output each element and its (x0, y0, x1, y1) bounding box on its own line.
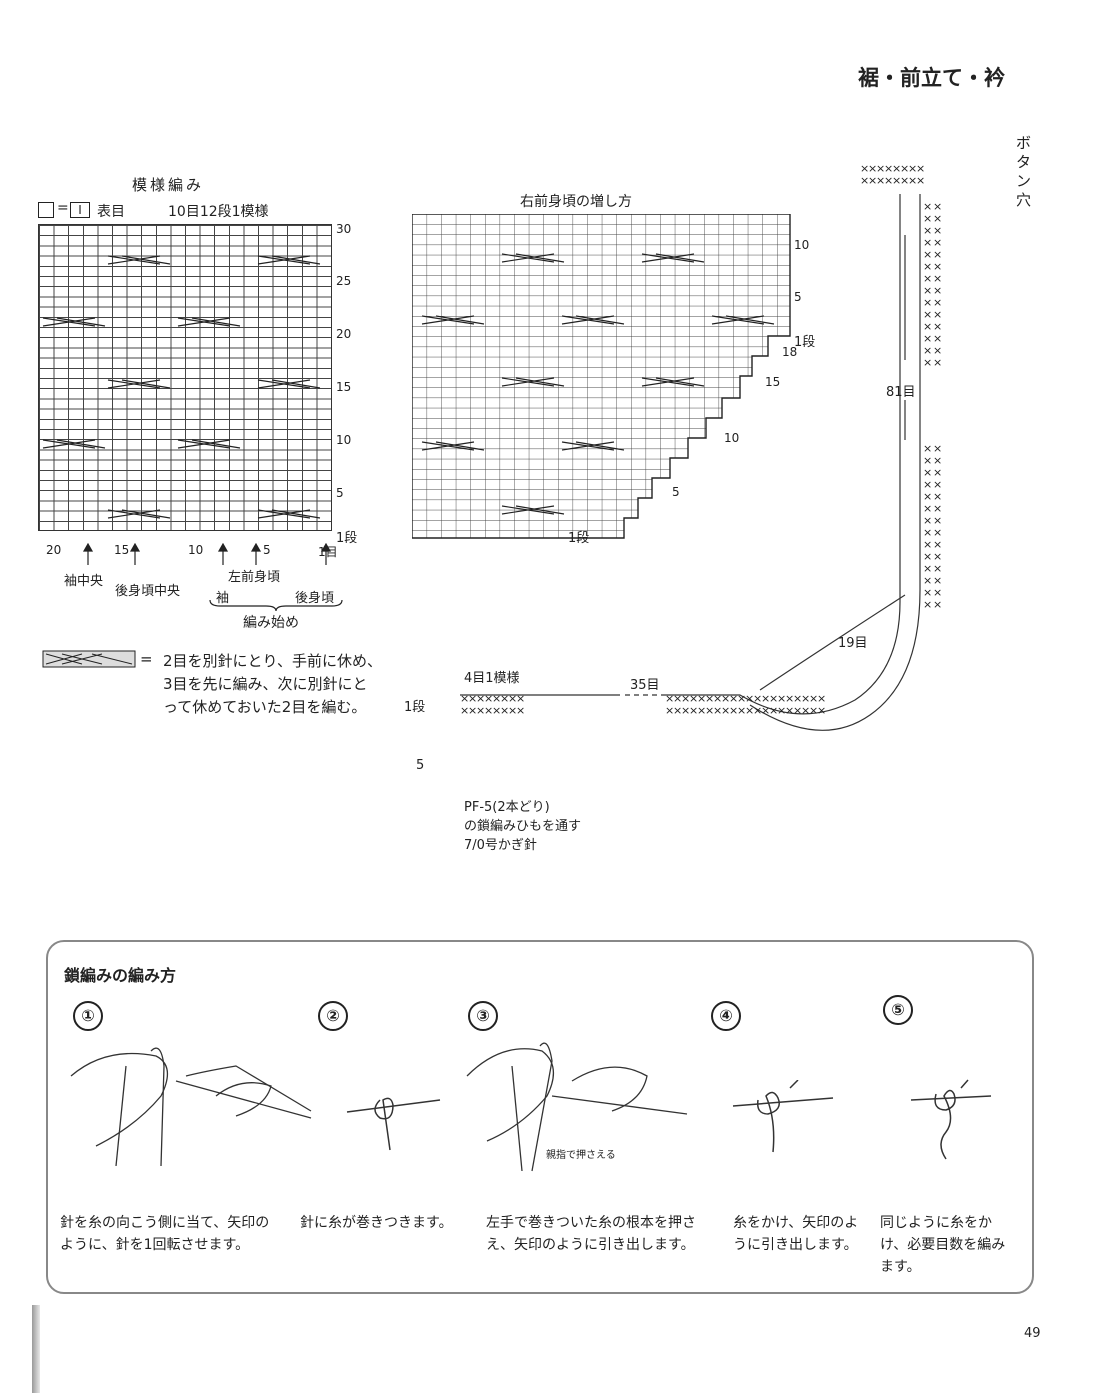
svg-text:×: × (933, 598, 942, 611)
page-title: 裾・前立て・衿 (858, 62, 1005, 92)
border-repeat-label: 4目1模様 (464, 667, 520, 686)
step-1-caption: 針を糸の向こう側に当て、矢印のように、針を1回転させます。 (60, 1212, 280, 1256)
pattern-chart-title: 模様編み (132, 174, 204, 195)
svg-text:×: × (933, 356, 942, 369)
step-2-caption: 針に糸が巻きつきます。 (300, 1212, 470, 1234)
step-3-number: ③ (468, 1001, 498, 1031)
legend-eq: = (57, 200, 69, 216)
svg-text:×: × (817, 704, 826, 717)
marker-sleeve-center: 袖中央 (64, 570, 103, 589)
svg-text:×: × (923, 356, 932, 369)
step-1-number: ① (73, 1001, 103, 1031)
svg-text:×: × (516, 704, 525, 717)
start-bracket (208, 598, 344, 612)
svg-text:×: × (923, 598, 932, 611)
page-number: 49 (1024, 1326, 1041, 1341)
step-3-caption: 左手で巻きついた糸の根本を押さえ、矢印のように引き出します。 (486, 1212, 716, 1256)
step-5-caption: 同じように糸をかけ、必要目数を編みます。 (880, 1212, 1008, 1278)
cable-note-line2: 3目を先に編み、次に別針にと (163, 673, 368, 694)
cable-eq: = (140, 650, 153, 668)
cable-note-line3: って休めておいた2目を編む。 (163, 696, 366, 717)
step-3-sub-note: 親指で押さえる (546, 1146, 616, 1161)
hook-note: 7/0号かぎ針 (464, 834, 537, 853)
legend-symbol-box (38, 202, 54, 218)
border-81-label: 81目 (886, 381, 916, 400)
border-row5-label: 5 (416, 758, 424, 773)
pattern-row-labels: 30 25 20 15 10 5 1段 (336, 222, 376, 542)
step-2-number: ② (318, 1001, 348, 1031)
legend-text: 表目 (97, 201, 125, 221)
border-row1-label: 1段 (404, 696, 425, 715)
cord-note: の鎖編みひもを通す (464, 815, 581, 834)
step-1-illustration (66, 1036, 316, 1166)
repeat-note: 10目12段1模様 (168, 201, 269, 221)
border-35-label: 35目 (630, 674, 660, 693)
chain-guide-title: 鎖編みの編み方 (64, 962, 176, 986)
yarn-note: PF-5(2本どり) (464, 796, 550, 815)
legend-symbol-bar: I (70, 202, 90, 218)
border-19-label: 19目 (838, 632, 868, 651)
button-hole-label: ボタン穴 (1016, 134, 1036, 210)
step-5-illustration (906, 1074, 996, 1164)
step-4-illustration (728, 1080, 838, 1160)
marker-back-center: 後身頃中央 (115, 580, 180, 599)
pattern-chart-cables (38, 224, 332, 531)
step-5-number: ⑤ (883, 995, 913, 1025)
svg-text:×: × (916, 174, 925, 187)
marker-left-front: 左前身頃 (228, 566, 280, 585)
cable-symbol (42, 650, 136, 668)
step-2-illustration (345, 1090, 445, 1160)
step-4-caption: 糸をかけ、矢印のように引き出します。 (733, 1212, 859, 1256)
marker-start: 編み始め (243, 612, 299, 632)
page-spine-shadow (32, 1305, 40, 1393)
step-4-number: ④ (711, 1001, 741, 1031)
cable-note-line1: 2目を別針にとり、手前に休め、 (163, 650, 382, 671)
